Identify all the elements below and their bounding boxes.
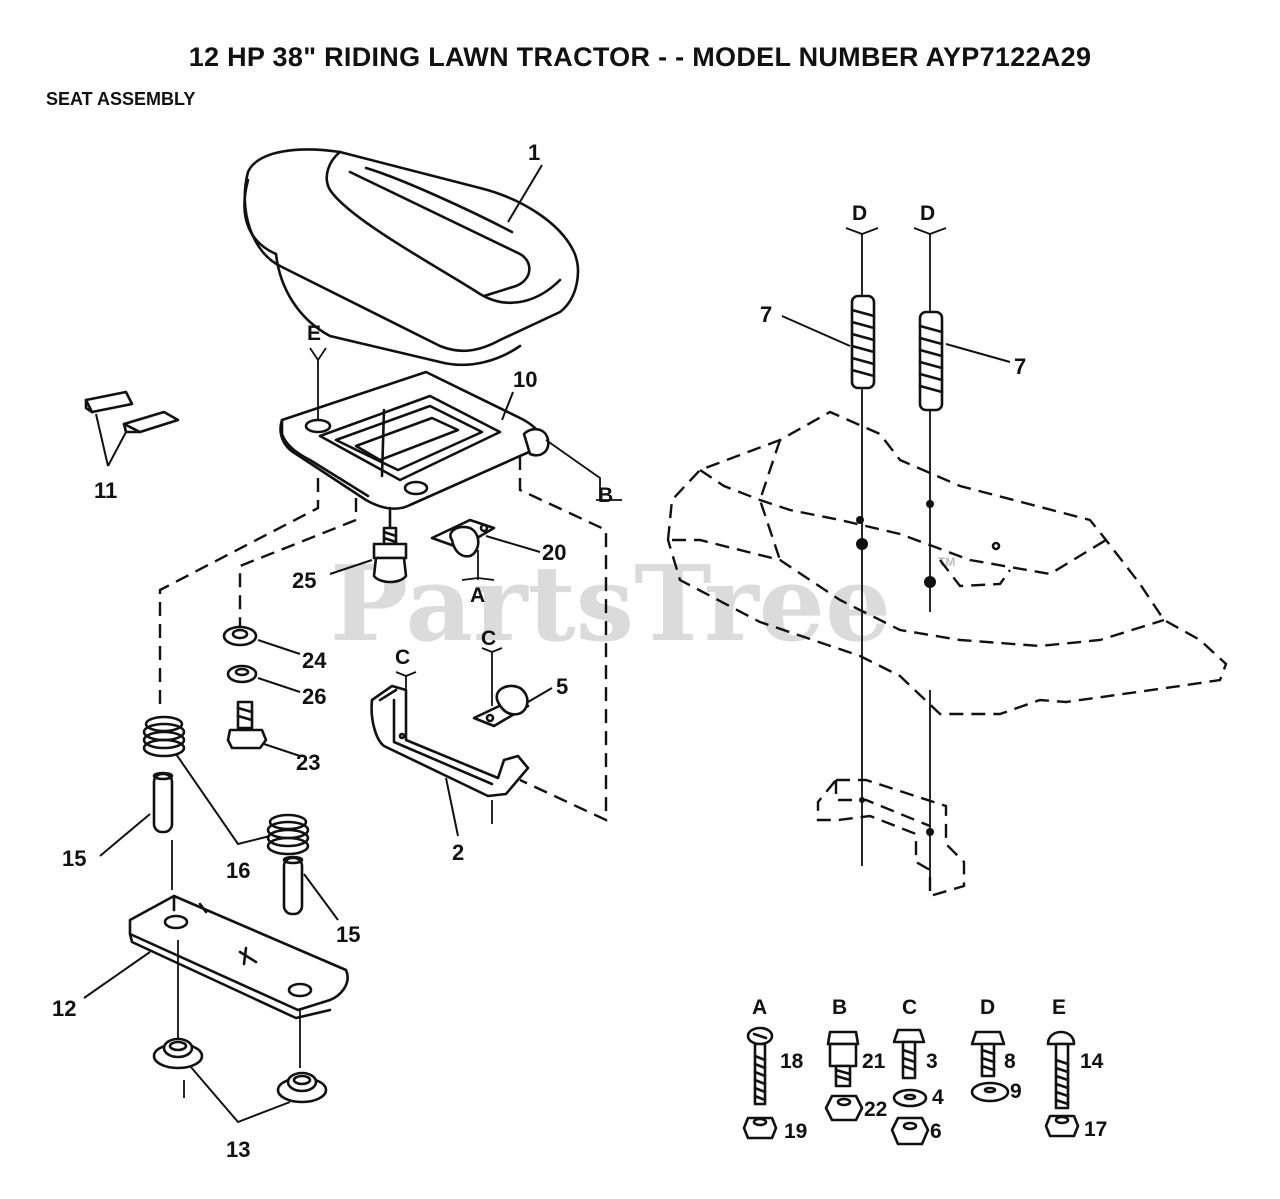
hardware-ref-B[interactable]: B — [832, 996, 847, 1019]
hidden-line-left — [158, 478, 320, 708]
watermark-trademark: TM — [938, 555, 955, 569]
seat-cushion-part[interactable] — [243, 148, 580, 367]
shoulder-bolt-part[interactable] — [372, 506, 408, 584]
callout-26[interactable]: 26 — [302, 684, 326, 709]
ref-label-D-left[interactable]: D — [852, 202, 867, 225]
flat-washer-part[interactable] — [222, 625, 258, 647]
hardware-part-14[interactable]: 14 — [1080, 1050, 1104, 1073]
hardware-ref-C[interactable]: C — [902, 996, 917, 1019]
hardware-part-6[interactable]: 6 — [930, 1120, 942, 1143]
callout-15-left[interactable]: 15 — [62, 846, 86, 871]
seat-spring-left-part[interactable] — [142, 715, 186, 758]
hardware-part-8[interactable]: 8 — [1004, 1050, 1016, 1073]
seat-bracket-part[interactable] — [370, 684, 530, 798]
hex-nut-B-part[interactable] — [824, 1094, 864, 1122]
lock-nut-E-part[interactable] — [1044, 1114, 1080, 1138]
callout-25[interactable]: 25 — [292, 568, 316, 593]
carriage-bolt-A-part[interactable] — [746, 1026, 774, 1106]
hardware-ref-E[interactable]: E — [1052, 996, 1066, 1019]
seat-pan-part[interactable] — [279, 370, 550, 510]
shoulder-bolt-B-part[interactable] — [826, 1030, 860, 1088]
carriage-bolt-E-part[interactable] — [1046, 1030, 1076, 1110]
hardware-part-21[interactable]: 21 — [862, 1050, 886, 1073]
ref-label-C-left[interactable]: C — [395, 646, 410, 669]
callout-12[interactable]: 12 — [52, 996, 76, 1021]
leader-line-1 — [507, 164, 543, 223]
bushing-right-part[interactable] — [276, 1071, 328, 1104]
spring-plate-part[interactable] — [128, 894, 349, 1020]
leader-line-20 — [485, 535, 541, 553]
ref-label-D-right[interactable]: D — [920, 202, 935, 225]
callout-13[interactable]: 13 — [226, 1137, 250, 1162]
hardware-part-22[interactable]: 22 — [864, 1098, 887, 1121]
ref-label-E[interactable]: E — [307, 322, 321, 345]
ref-label-C-right[interactable]: C — [481, 627, 496, 650]
bumper-pads-part[interactable] — [84, 390, 180, 467]
suspension-spring-right-part[interactable] — [918, 310, 944, 412]
callout-15-right[interactable]: 15 — [336, 922, 360, 947]
suspension-spring-left-part[interactable] — [850, 294, 876, 390]
spacer-left-part[interactable] — [152, 771, 174, 834]
callout-23[interactable]: 23 — [296, 750, 320, 775]
callout-7-right[interactable]: 7 — [1014, 354, 1026, 379]
callout-24[interactable]: 24 — [302, 648, 327, 673]
page-title: 12 HP 38" RIDING LAWN TRACTOR - - MODEL … — [188, 42, 1092, 72]
spacer-right-part[interactable] — [282, 855, 304, 916]
watermark-text: PartsTree — [330, 542, 891, 665]
hardware-ref-D[interactable]: D — [980, 996, 995, 1019]
bolt-C-part[interactable] — [892, 1028, 926, 1080]
callout-1[interactable]: 1 — [528, 140, 540, 165]
hidden-line-mid — [238, 498, 358, 630]
hidden-line-right — [518, 456, 608, 822]
frame-bracket-outline — [816, 778, 966, 898]
hardware-part-4[interactable]: 4 — [932, 1086, 944, 1109]
hex-bolt-part[interactable] — [226, 700, 268, 750]
callout-5[interactable]: 5 — [556, 674, 568, 699]
callout-2[interactable]: 2 — [452, 840, 464, 865]
section-subtitle: SEAT ASSEMBLY — [46, 89, 196, 109]
fender-outline — [666, 410, 1228, 716]
hardware-part-9[interactable]: 9 — [1010, 1080, 1022, 1103]
lock-nut-A-part[interactable] — [742, 1116, 778, 1140]
leader-line-10 — [501, 391, 514, 421]
seat-spring-right-part[interactable] — [266, 813, 310, 856]
hex-nut-C-part[interactable] — [890, 1116, 930, 1146]
callout-20[interactable]: 20 — [542, 540, 566, 565]
callout-7-left[interactable]: 7 — [760, 302, 772, 327]
seat-clip-part[interactable] — [430, 518, 496, 558]
ref-label-A[interactable]: A — [470, 584, 485, 607]
lock-washer-part[interactable] — [226, 664, 258, 684]
hardware-part-18[interactable]: 18 — [780, 1050, 804, 1073]
hardware-ref-A[interactable]: A — [752, 996, 767, 1019]
ref-label-B[interactable]: B — [598, 484, 613, 507]
washer-C-part[interactable] — [892, 1088, 928, 1108]
bracket-clip-part[interactable] — [472, 684, 530, 728]
bolt-D-part[interactable] — [970, 1030, 1006, 1078]
hardware-legend: A 18 19 B 21 — [742, 996, 1107, 1146]
hardware-part-3[interactable]: 3 — [926, 1050, 938, 1073]
ref-line-B — [545, 439, 622, 501]
callout-11[interactable]: 11 — [94, 478, 117, 503]
callout-16[interactable]: 16 — [226, 858, 250, 883]
hardware-part-19[interactable]: 19 — [784, 1120, 807, 1143]
callout-10[interactable]: 10 — [513, 367, 537, 392]
hardware-part-17[interactable]: 17 — [1084, 1118, 1107, 1141]
bushing-left-part[interactable] — [152, 1037, 204, 1070]
washer-D-part[interactable] — [970, 1081, 1010, 1103]
leader-line-25 — [329, 559, 373, 575]
